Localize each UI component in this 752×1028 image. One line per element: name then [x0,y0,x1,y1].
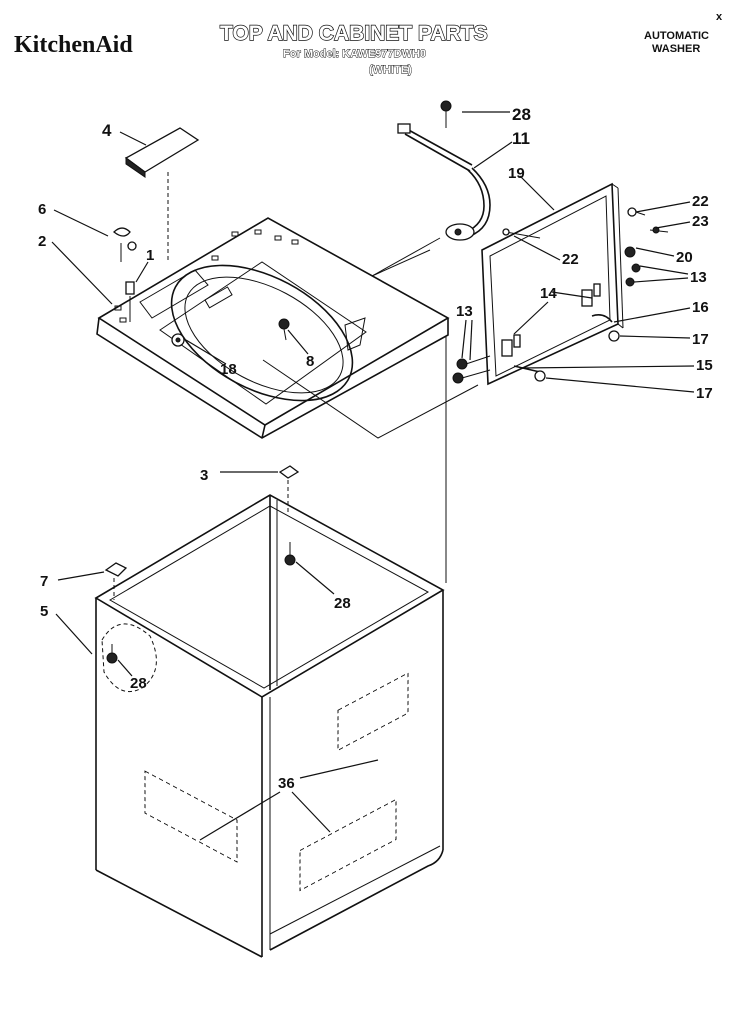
callout-18: 18 [220,361,237,378]
clip-part-6 [113,227,137,262]
model-line: For Model: KAWE977DWH0 [283,48,426,60]
front-panel-part-19 [481,182,669,386]
assembly-line-harness [371,249,431,277]
lid-part-4 [124,127,200,262]
screw-part-28-rear [284,542,296,566]
callout-8: 8 [306,353,314,370]
callout-11: 11 [512,129,530,148]
callout-23: 23 [692,213,709,230]
screws-part-13-left [452,355,491,384]
callout-3: 3 [200,467,208,484]
screw-part-28-top [440,100,452,128]
cabinet [94,494,445,958]
callout-36: 36 [278,775,295,792]
switch-part-1 [125,281,135,322]
callout-22-right: 22 [692,193,709,210]
callout-4: 4 [102,121,112,140]
wire-harness-part-11 [371,123,491,277]
diagram-title: TOP AND CABINET PARTS [220,22,488,45]
callout-15: 15 [696,357,713,374]
callout-1: 1 [146,247,154,264]
callout-7: 7 [40,573,48,590]
top-panel [96,217,450,439]
callout-28-corner: 28 [130,675,147,692]
product-line-2: WASHER [652,43,700,55]
corner-mark: x [716,11,723,23]
product-line-1: AUTOMATIC [644,30,709,42]
screw-part-8 [278,318,290,341]
callout-numbers: 28 11 4 19 22 23 6 2 1 22 20 13 14 16 13… [38,105,713,792]
callout-17-lower: 17 [696,385,713,402]
callout-13-right: 13 [690,269,707,286]
callout-14: 14 [540,285,557,302]
callout-28-top: 28 [512,105,531,124]
callout-17-upper: 17 [692,331,709,348]
callout-2: 2 [38,233,46,250]
callout-5: 5 [40,603,48,620]
hinge-part-18 [171,333,185,347]
callout-19: 19 [508,165,525,182]
clip-part-7 [104,562,128,600]
color-line: (WHITE) [369,64,412,76]
assembly-line-front-panel [262,359,479,439]
screw-part-28-corner [106,644,118,664]
callout-28-rear: 28 [334,595,351,612]
callout-20: 20 [676,249,693,266]
brand-logo: KitchenAid [14,32,133,58]
callout-22-panel: 22 [562,251,579,268]
callout-6: 6 [38,201,46,218]
callout-16: 16 [692,299,709,316]
leader-lines [51,111,695,841]
clip-part-3 [278,465,300,515]
callout-13-left: 13 [456,303,473,320]
